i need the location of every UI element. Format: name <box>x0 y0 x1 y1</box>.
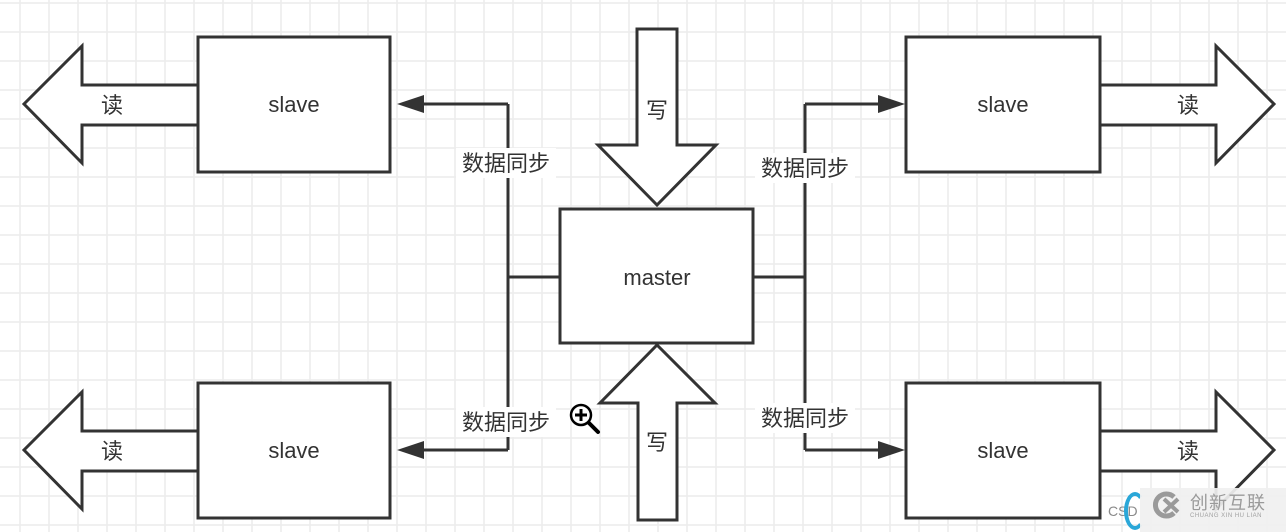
read-label-bottom-right: 读 <box>1177 440 1199 465</box>
watermark-brand-name: 创新互联 <box>1190 493 1266 514</box>
slave-node-top-right[interactable] <box>904 35 1102 174</box>
read-label-bottom-left: 读 <box>101 440 123 465</box>
sync-connector-left <box>420 102 560 452</box>
write-arrow-top <box>594 27 720 208</box>
read-arrow-top-right <box>1098 42 1277 167</box>
watermark-brand-logo-icon <box>1153 491 1180 519</box>
read-arrow-top-left <box>21 42 200 167</box>
slave-label-bottom-right: slave <box>977 438 1028 463</box>
master-label: master <box>623 265 690 290</box>
sync-connector-right <box>753 102 880 452</box>
write-label-bottom: 写 <box>646 431 668 456</box>
sync-label-bottom-right: 数据同步 <box>761 407 849 432</box>
arrowhead-to-top-right-slave <box>878 95 905 113</box>
slave-node-bottom-right[interactable] <box>904 381 1102 520</box>
sync-label-top-left: 数据同步 <box>462 152 550 177</box>
slave-label-top-right: slave <box>977 92 1028 117</box>
slave-label-bottom-left: slave <box>268 438 319 463</box>
master-node[interactable] <box>558 207 755 345</box>
read-arrow-bottom-right <box>1098 388 1277 513</box>
arrowhead-to-top-left-slave <box>397 95 424 113</box>
write-label-top: 写 <box>646 99 668 124</box>
slave-node-bottom-left[interactable] <box>196 381 392 520</box>
slave-node-top-left[interactable] <box>196 35 392 174</box>
write-arrow-bottom <box>596 342 719 522</box>
read-label-top-left: 读 <box>101 94 123 119</box>
sync-label-bottom-left: 数据同步 <box>462 411 550 436</box>
watermark-brand-pinyin: CHUANG XIN HU LIAN <box>1190 513 1263 519</box>
read-label-top-right: 读 <box>1177 94 1199 119</box>
sync-label-top-right: 数据同步 <box>761 157 849 182</box>
read-arrow-bottom-left <box>21 388 200 513</box>
sync-connectors <box>397 95 905 459</box>
slave-label-top-left: slave <box>268 92 319 117</box>
zoom-in-cursor-icon <box>569 403 600 434</box>
arrowhead-to-bottom-left-slave <box>397 441 424 459</box>
watermark-csdn-c-icon <box>1124 492 1146 530</box>
arrowhead-to-bottom-right-slave <box>878 441 905 459</box>
